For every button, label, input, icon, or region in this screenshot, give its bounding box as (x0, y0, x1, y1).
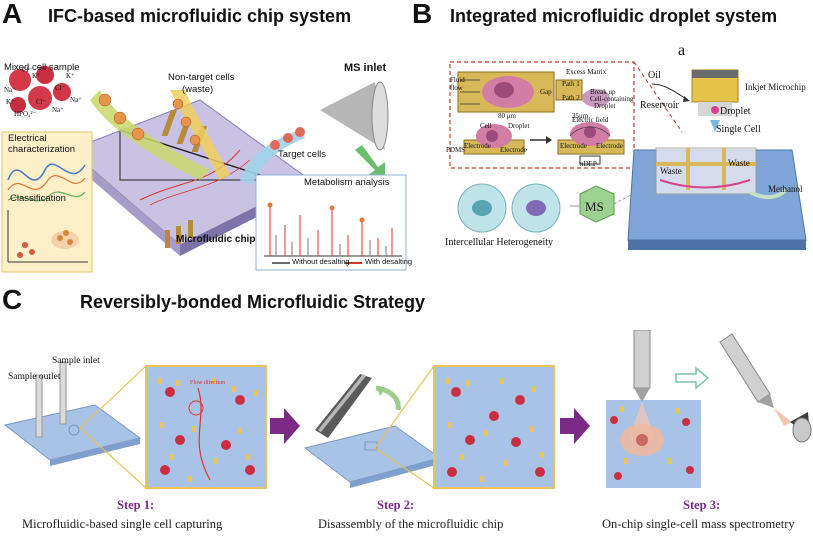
step-1-title: Step 1: (117, 498, 155, 512)
step3-ms-needle (719, 333, 812, 443)
legend-with-desalting: With desalting (365, 257, 413, 266)
metabolism-peaks-red (269, 205, 393, 256)
classification-label: Classification (10, 193, 66, 204)
sample-flow-arrow (90, 90, 210, 180)
flow-direction-label: Flow direction (190, 380, 226, 386)
mixed-cell-cluster (9, 66, 71, 113)
step-arrow-2 (560, 408, 590, 444)
droplet-small-label: Droplet (594, 102, 616, 110)
droplet-label: Droplet (720, 106, 751, 117)
metabolism-analysis-box (255, 174, 407, 271)
step3-hollow-arrow (675, 366, 710, 390)
electrical-characterization-box (1, 131, 93, 273)
electric-field-label: Electric field (572, 116, 609, 124)
droplet2-label: Droplet (508, 122, 530, 130)
fluid-flow-label: Fluid flow (450, 76, 465, 92)
ion-label: Na⁺ (4, 86, 16, 94)
target-flow-arrow (240, 130, 305, 185)
waste-label-1: Waste (728, 158, 750, 168)
intercellular-heterogeneity-label: Intercellular Heterogeneity (445, 237, 553, 248)
metabolism-analysis-label: Metabolism analysis (304, 177, 390, 188)
electrode-label: Electrode (596, 142, 623, 150)
electrode-label: Electrode (500, 146, 527, 154)
ion-label: Cl⁻ (55, 84, 66, 92)
path1-label: Path 1 (562, 80, 580, 88)
single-cell-label: Single Cell (716, 124, 761, 135)
ion-label: Na⁺ (70, 96, 82, 104)
pdms-label: PDMS (446, 146, 466, 154)
panel-b-sub-a: a (678, 42, 686, 59)
ion-label: K⁺ (66, 72, 75, 80)
panel-c-letter: C (2, 284, 23, 315)
step1-chip (3, 404, 142, 461)
path2-label: Path 2 (562, 94, 580, 102)
sample-inlet-label: Sample inlet (52, 356, 100, 366)
target-cells-label: Target cells (278, 149, 327, 160)
ion-label: Cl⁻ (22, 66, 33, 74)
cell-containing-label: Cell-containing (590, 95, 634, 103)
ms-inlet-label: MS inlet (344, 62, 387, 74)
panel-b-title: Integrated microfluidic droplet system (450, 6, 778, 26)
non-target-cells-label: Non-target cells (168, 72, 235, 83)
step-1-desc: Microfluidic-based single cell capturing (22, 517, 223, 531)
inkjet-microchip-label: Inkjet Microchip (745, 82, 806, 92)
legend-without-desalting: Without desalting (292, 257, 350, 266)
ion-label: K⁺ (32, 72, 41, 80)
step-3-desc: On-chip single-cell mass spectrometry (602, 517, 795, 531)
ms-inlet-cone (320, 81, 389, 180)
ms-label: MS (585, 199, 604, 214)
heterogeneity-spheres (457, 183, 561, 233)
sample-outlet-label: Sample outlet (8, 372, 61, 382)
panel-a-illustration (1, 66, 407, 273)
break-up-label: Break up (590, 88, 616, 96)
ion-label: HPO₄²⁻ (14, 110, 37, 118)
oil-label: Oil (648, 70, 661, 81)
step-2-desc: Disassembly of the microfluidic chip (318, 517, 504, 531)
step2-chip-lid (315, 374, 372, 438)
panel-b-letter: B (412, 0, 433, 29)
inkjet-microchip (691, 69, 739, 132)
waste-label: (waste) (182, 84, 214, 95)
inset-dashed-box (449, 61, 635, 169)
panel-c-title: Reversibly-bonded Microfluidic Strategy (80, 292, 426, 312)
ion-label: K⁺ (6, 98, 15, 106)
ndep-label: nDEP (580, 160, 597, 168)
waste-label-2: Waste (660, 166, 682, 176)
electrode-label: Electrode (560, 142, 587, 150)
electrode-label: Electrode (464, 142, 491, 150)
ion-label: Na⁺ (52, 106, 64, 114)
step-arrow-1 (270, 408, 300, 444)
metabolism-peaks-gray (275, 235, 387, 256)
ms-hexagon (579, 185, 615, 223)
mixed-cell-sample-label: Mixed cell sample (4, 62, 80, 73)
panel-a-letter: A (2, 0, 23, 29)
ion-label: Cl⁻ (36, 98, 47, 106)
microfluidic-chip-label: Microfluidic chip (176, 234, 256, 245)
methanol-label: Methanol (768, 184, 803, 194)
waste-flow-arrow (170, 90, 230, 180)
step-3-title: Step 3: (683, 498, 721, 512)
panel-b-illustration (449, 61, 807, 250)
gap-label: Gap (540, 88, 552, 96)
panel-c-illustration (3, 330, 812, 489)
cell-label: Cell (480, 122, 492, 130)
reservoir-label: Reservoir (640, 100, 679, 111)
step-2-title: Step 2: (377, 498, 415, 512)
um35-label: 35μm (572, 112, 589, 120)
electrical-characterization-label: Electrical characterization (8, 133, 76, 155)
panel-a-title: IFC-based microfluidic chip system (48, 6, 352, 26)
um80-label: 80 μm (498, 112, 516, 120)
excess-matrix-label: Excess Matrix (566, 68, 607, 76)
